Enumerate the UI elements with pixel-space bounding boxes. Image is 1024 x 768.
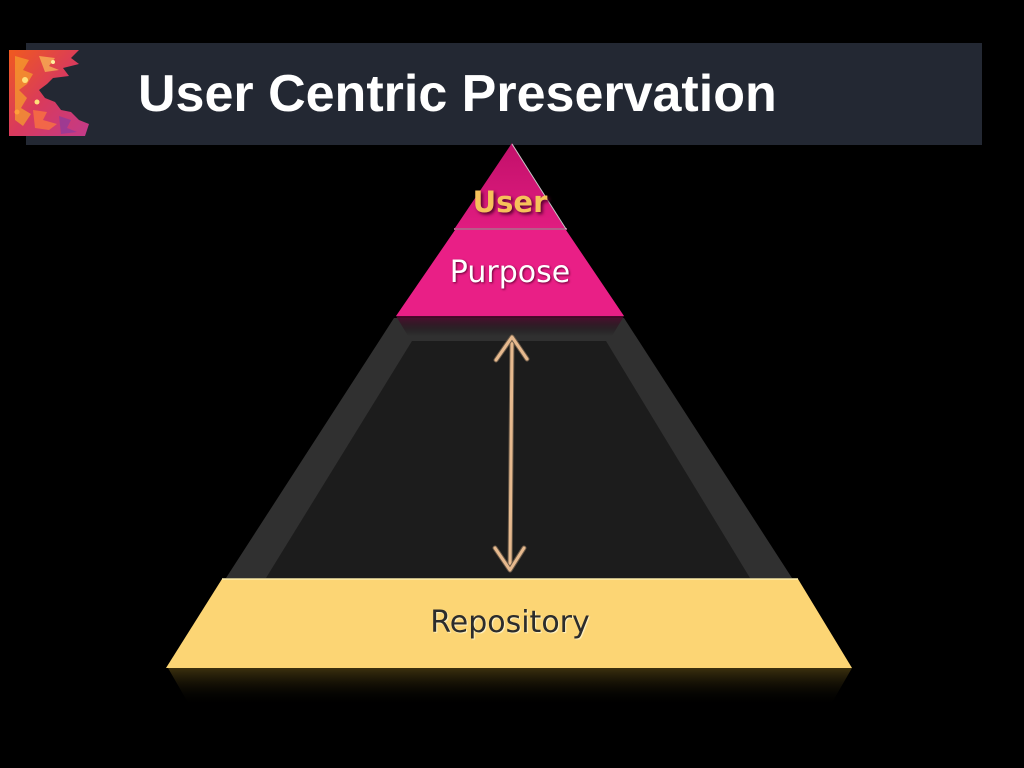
fractal-logo-icon — [9, 50, 89, 136]
pyramid-inner-face — [266, 341, 750, 578]
user-tier-label: User — [472, 185, 548, 219]
double-headed-arrow-icon — [492, 334, 530, 573]
apex-shadow — [396, 316, 624, 336]
title-bar — [26, 43, 982, 145]
slide-title: User Centric Preservation — [138, 65, 777, 123]
repository-base — [166, 579, 852, 668]
repository-base-shadow — [168, 668, 852, 706]
purpose-tier-label: Purpose — [449, 255, 571, 290]
user-tier — [455, 143, 565, 228]
purpose-tier — [396, 230, 624, 316]
repository-base-label: Repository — [430, 605, 590, 640]
user-tier-highlight — [511, 143, 567, 230]
